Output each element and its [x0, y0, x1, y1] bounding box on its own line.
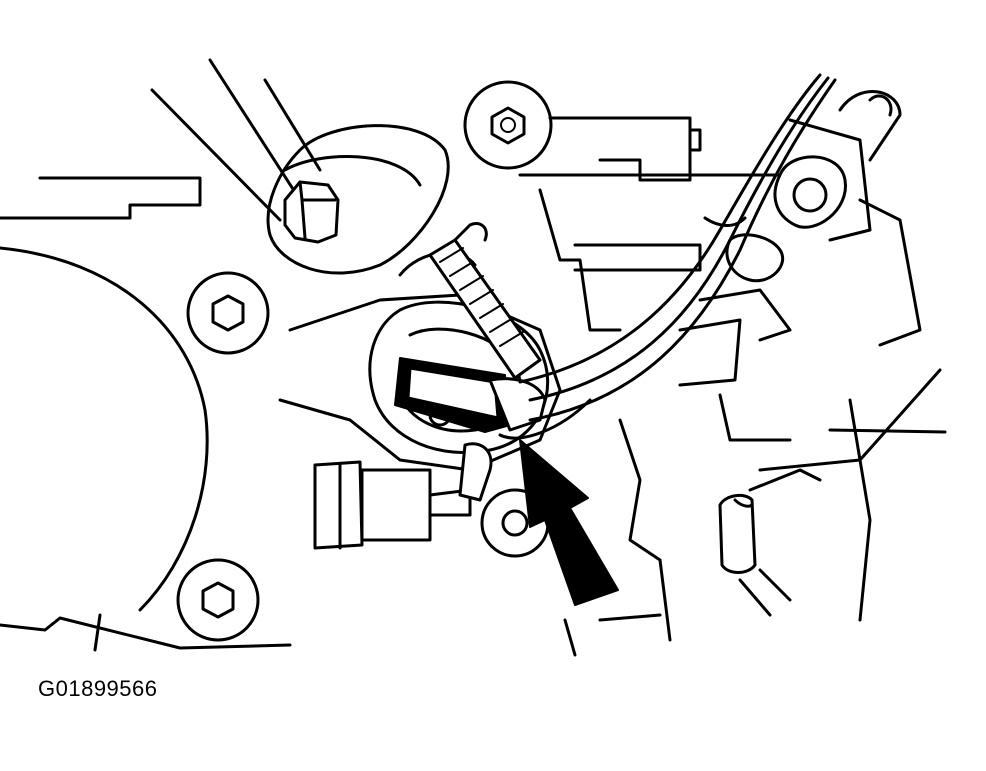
- left-housing: [0, 58, 322, 652]
- threaded-stud: [398, 222, 542, 380]
- figure-code: G01899566: [38, 676, 158, 701]
- hex-bolt-top: [463, 80, 553, 170]
- pointer-arrow: [519, 439, 619, 606]
- sensor-connector: [394, 357, 547, 433]
- hex-bolt-bottom-left: [176, 558, 260, 642]
- hose-fitting: [313, 442, 493, 550]
- upper-left-bolt: [266, 124, 450, 275]
- upper-right-housing: [518, 90, 922, 387]
- hex-bolt-left: [186, 271, 270, 355]
- right-structure: [563, 368, 947, 657]
